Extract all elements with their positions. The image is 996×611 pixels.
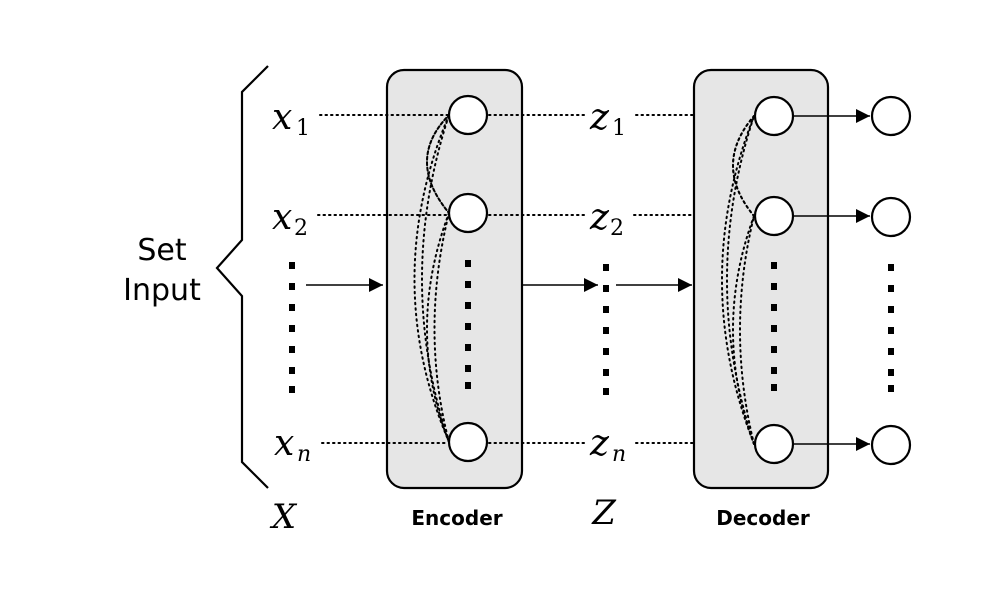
svg-text:z: z	[589, 197, 610, 238]
set-input-brace	[215, 65, 269, 489]
set-input-label-line2: Input	[123, 273, 201, 308]
input-to-encoder-lines	[317, 114, 449, 444]
svg-text:z: z	[589, 423, 610, 464]
encoder-to-latent-lines	[488, 114, 585, 444]
latent-label-z1: z 1	[589, 97, 626, 141]
encoder-ellipsis	[465, 260, 471, 389]
encoder-node-1	[447, 94, 489, 136]
set-input-label-line1: Set	[137, 233, 187, 268]
svg-text:x: x	[272, 197, 292, 238]
latent-label-zn: z n	[589, 423, 626, 467]
svg-text:z: z	[589, 97, 610, 138]
decoder-attention-connections	[721, 115, 755, 445]
decoder-node-n	[753, 423, 795, 465]
encoder-node-n	[447, 421, 489, 463]
decoder-label: Decoder	[716, 506, 810, 530]
svg-text:n: n	[612, 442, 626, 467]
output-ellipsis	[888, 264, 894, 392]
encoder-node-2	[447, 192, 489, 234]
svg-text:x: x	[274, 423, 294, 464]
encoder-attention-connections	[413, 114, 450, 443]
input-label-x1: x 1	[272, 97, 310, 141]
decoder-node-1	[753, 95, 795, 137]
decoder-output-arrows	[794, 109, 870, 451]
svg-text:1: 1	[296, 116, 310, 141]
set-symbol-x: X	[269, 497, 298, 537]
svg-text:2: 2	[294, 216, 308, 241]
input-ellipsis	[289, 262, 295, 393]
svg-text:1: 1	[612, 116, 626, 141]
svg-text:n: n	[297, 442, 311, 467]
encoder-label: Encoder	[411, 506, 502, 530]
input-label-x2: x 2	[272, 197, 308, 241]
latent-symbol-z: Z	[591, 493, 617, 533]
latent-ellipsis	[603, 264, 609, 395]
encoder-box	[385, 68, 524, 490]
svg-text:x: x	[272, 97, 292, 138]
output-node-1	[870, 95, 912, 137]
svg-text:2: 2	[610, 216, 624, 241]
decoder-box	[692, 68, 830, 490]
input-label-xn: x n	[274, 423, 311, 467]
latent-label-z2: z 2	[589, 197, 624, 241]
decoder-ellipsis	[771, 262, 777, 391]
decoder-node-2	[753, 195, 795, 237]
output-node-2	[870, 196, 912, 238]
output-node-n	[870, 424, 912, 466]
